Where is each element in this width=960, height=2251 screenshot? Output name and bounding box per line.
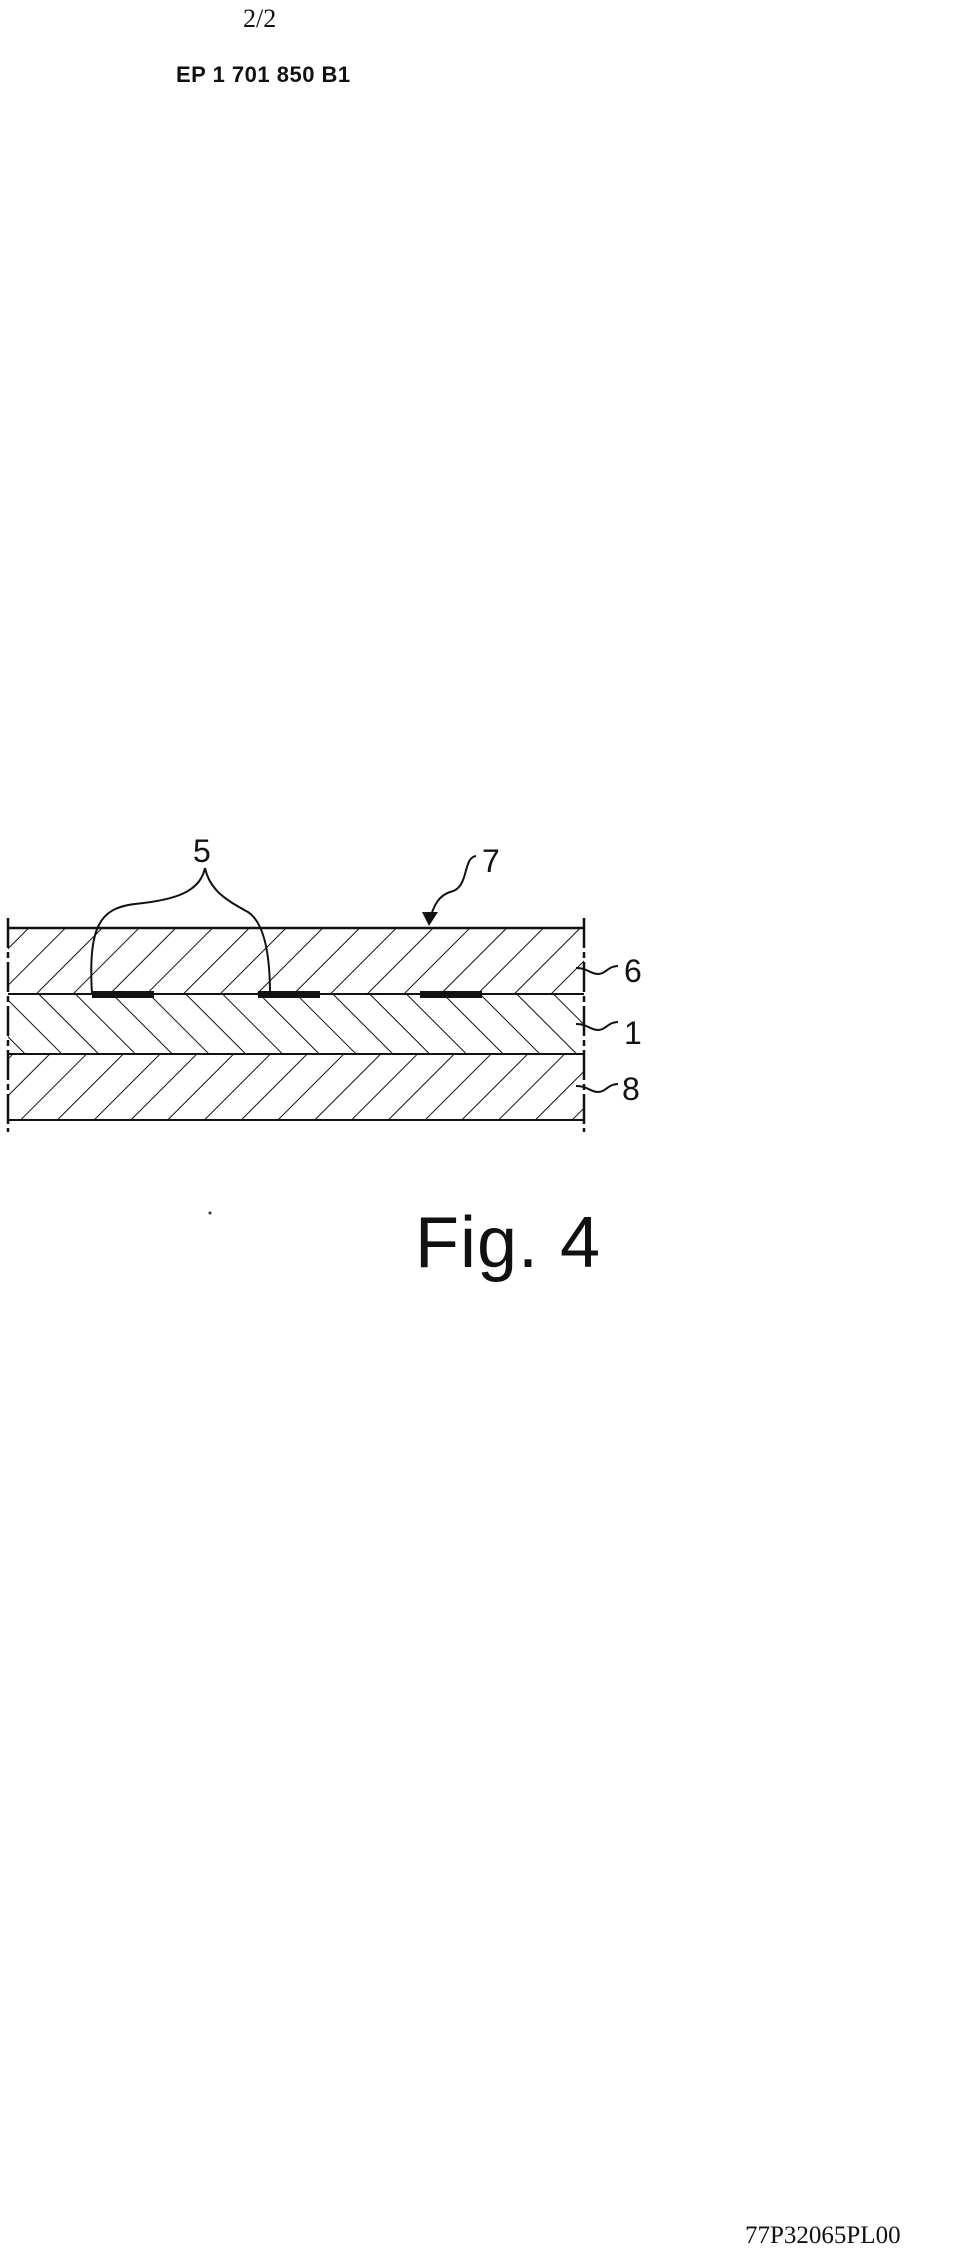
contact-element bbox=[92, 991, 154, 998]
page-number: 2/2 bbox=[243, 4, 277, 33]
layer-8 bbox=[8, 1054, 584, 1120]
document-code: 77P32065PL00 bbox=[745, 2222, 901, 2249]
ref-label-8: 8 bbox=[622, 1071, 640, 1107]
ref-label-5: 5 bbox=[193, 833, 211, 869]
layer-6 bbox=[8, 928, 584, 994]
ref-label-1: 1 bbox=[624, 1015, 642, 1051]
ref-label-6: 6 bbox=[624, 953, 642, 989]
layer-1 bbox=[8, 994, 584, 1054]
ref-label-7: 7 bbox=[482, 843, 500, 879]
figure-caption: Fig. 4 bbox=[415, 1203, 602, 1283]
patent-number: EP 1 701 850 B1 bbox=[176, 62, 351, 87]
contact-element bbox=[420, 991, 482, 998]
contact-element bbox=[258, 991, 320, 998]
